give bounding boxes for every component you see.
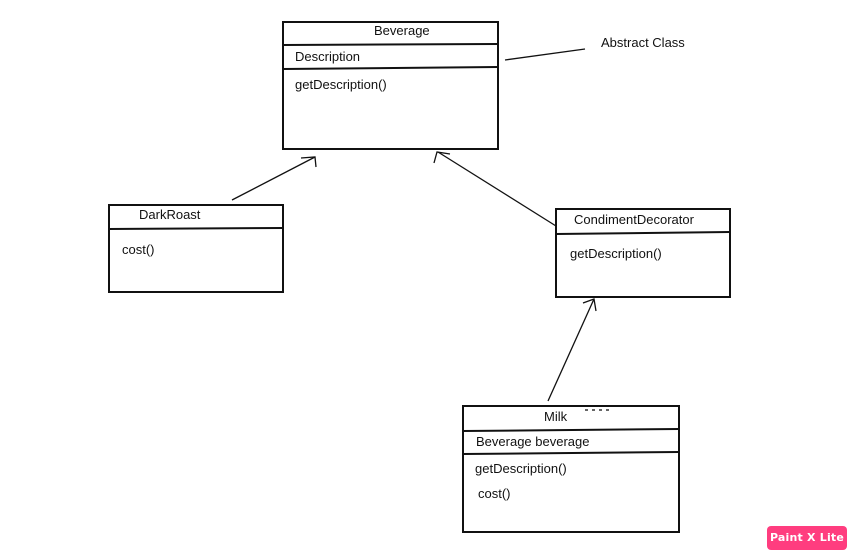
milk-to-condiment-arrowhead: [582, 298, 597, 312]
condiment-to-beverage-arrowhead: [433, 151, 451, 164]
beverage-header-divider: [282, 43, 499, 46]
milk-method-getdescription: getDescription(): [475, 461, 567, 476]
beverage-method-getdescription: getDescription(): [295, 77, 387, 92]
darkroast-to-beverage-arrowhead: [300, 156, 317, 168]
milk-class-box: [462, 405, 680, 533]
beverage-fields-divider: [282, 66, 499, 70]
beverage-class-name: Beverage: [374, 23, 430, 38]
milk-fields-divider: [462, 451, 680, 455]
milk-class-name: Milk: [544, 409, 568, 424]
condiment-decorator-method-getdescription: getDescription(): [570, 246, 662, 261]
milk-header-divider: [462, 428, 680, 432]
darkroast-header-divider: [108, 227, 284, 230]
beverage-field-description: Description: [295, 49, 361, 64]
condiment-decorator-class-name: CondimentDecorator: [574, 212, 694, 227]
condiment-decorator-class-box: [555, 208, 731, 298]
beverage-class-box: [282, 21, 499, 150]
milk-field-beverage: Beverage beverage: [476, 434, 590, 449]
abstract-class-annotation: Abstract Class: [601, 35, 685, 50]
milk-method-cost: cost(): [478, 486, 511, 501]
condiment-decorator-header-divider: [555, 231, 731, 235]
paint-x-lite-watermark: Paint X Lite: [767, 526, 847, 550]
abstract-class-annotation-line: [504, 48, 586, 61]
darkroast-method-cost: cost(): [122, 242, 155, 257]
darkroast-class-name: DarkRoast: [139, 207, 201, 222]
darkroast-to-beverage-line: [231, 156, 316, 201]
milk-to-condiment-line: [547, 298, 595, 402]
condiment-to-beverage-line: [437, 151, 557, 227]
darkroast-class-box: [108, 204, 284, 293]
